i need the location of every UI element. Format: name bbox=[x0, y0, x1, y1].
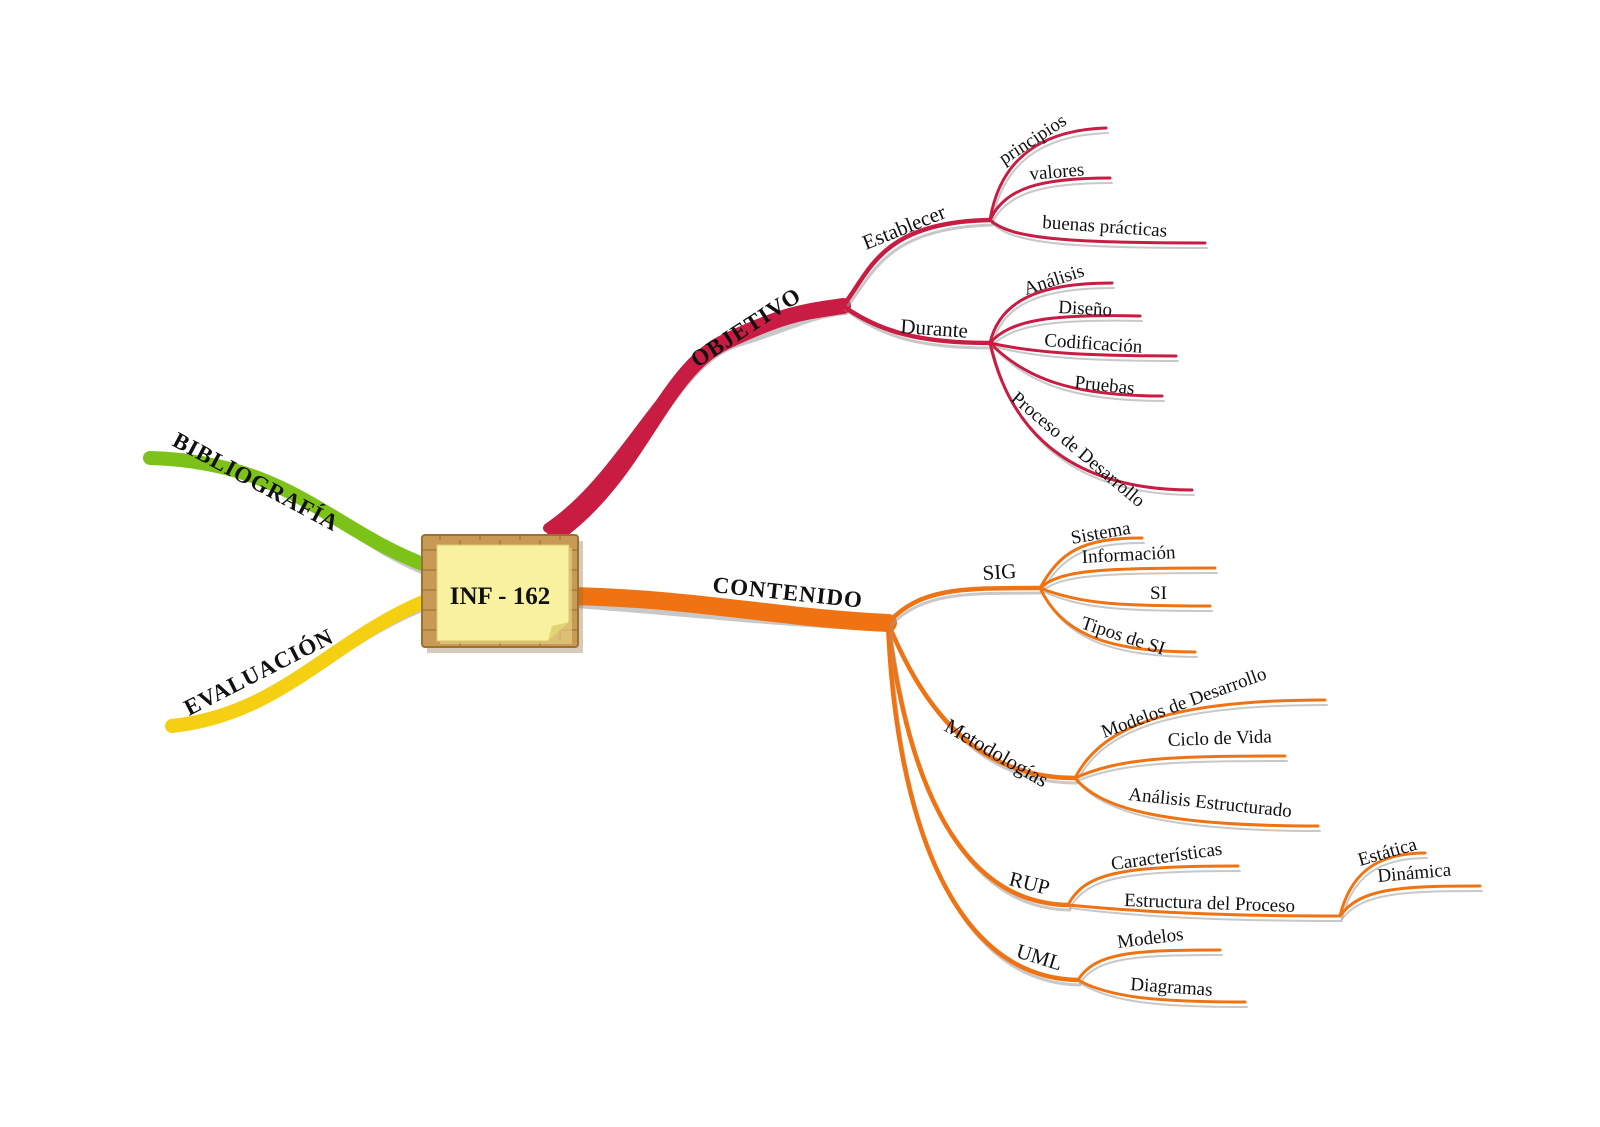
branch-bibliografia[interactable] bbox=[143, 451, 435, 578]
leaf-estructura-proceso: Estructura del Proceso bbox=[1124, 890, 1296, 917]
leaf-analisis-estructurado: Análisis Estructurado bbox=[1127, 784, 1292, 822]
contenido-subbranches bbox=[885, 536, 1483, 1008]
leaf-ciclo-vida: Ciclo de Vida bbox=[1167, 726, 1272, 751]
label-sig: SIG bbox=[982, 559, 1017, 585]
central-topic[interactable]: INF - 162 bbox=[421, 534, 583, 653]
label-metodologias: Metodologías bbox=[941, 714, 1053, 793]
objetivo-subbranches bbox=[840, 126, 1208, 496]
leaf-informacion: Información bbox=[1081, 542, 1176, 568]
leaf-tipos-si: Tipos de SI bbox=[1078, 613, 1167, 660]
leaf-proceso-desarrollo: Proceso de Desarrollo bbox=[1007, 388, 1149, 512]
leaf-valores: valores bbox=[1029, 159, 1085, 185]
label-bibliografia: BIBLIOGRAFÍA bbox=[169, 427, 344, 536]
central-topic-label: INF - 162 bbox=[450, 583, 550, 610]
label-durante: Durante bbox=[900, 314, 969, 343]
branch-evaluacion[interactable] bbox=[165, 593, 435, 733]
leaf-diseno: Diseño bbox=[1058, 297, 1113, 321]
branch-contenido[interactable] bbox=[559, 587, 897, 632]
leaf-modelos: Modelos bbox=[1116, 924, 1185, 953]
leaf-principios: principios bbox=[995, 110, 1070, 169]
leaf-caracteristicas: Características bbox=[1110, 839, 1224, 875]
leaf-buenas-practicas: buenas prácticas bbox=[1042, 212, 1168, 242]
leaf-si: SI bbox=[1150, 583, 1167, 604]
branch-objetivo[interactable] bbox=[543, 298, 851, 543]
